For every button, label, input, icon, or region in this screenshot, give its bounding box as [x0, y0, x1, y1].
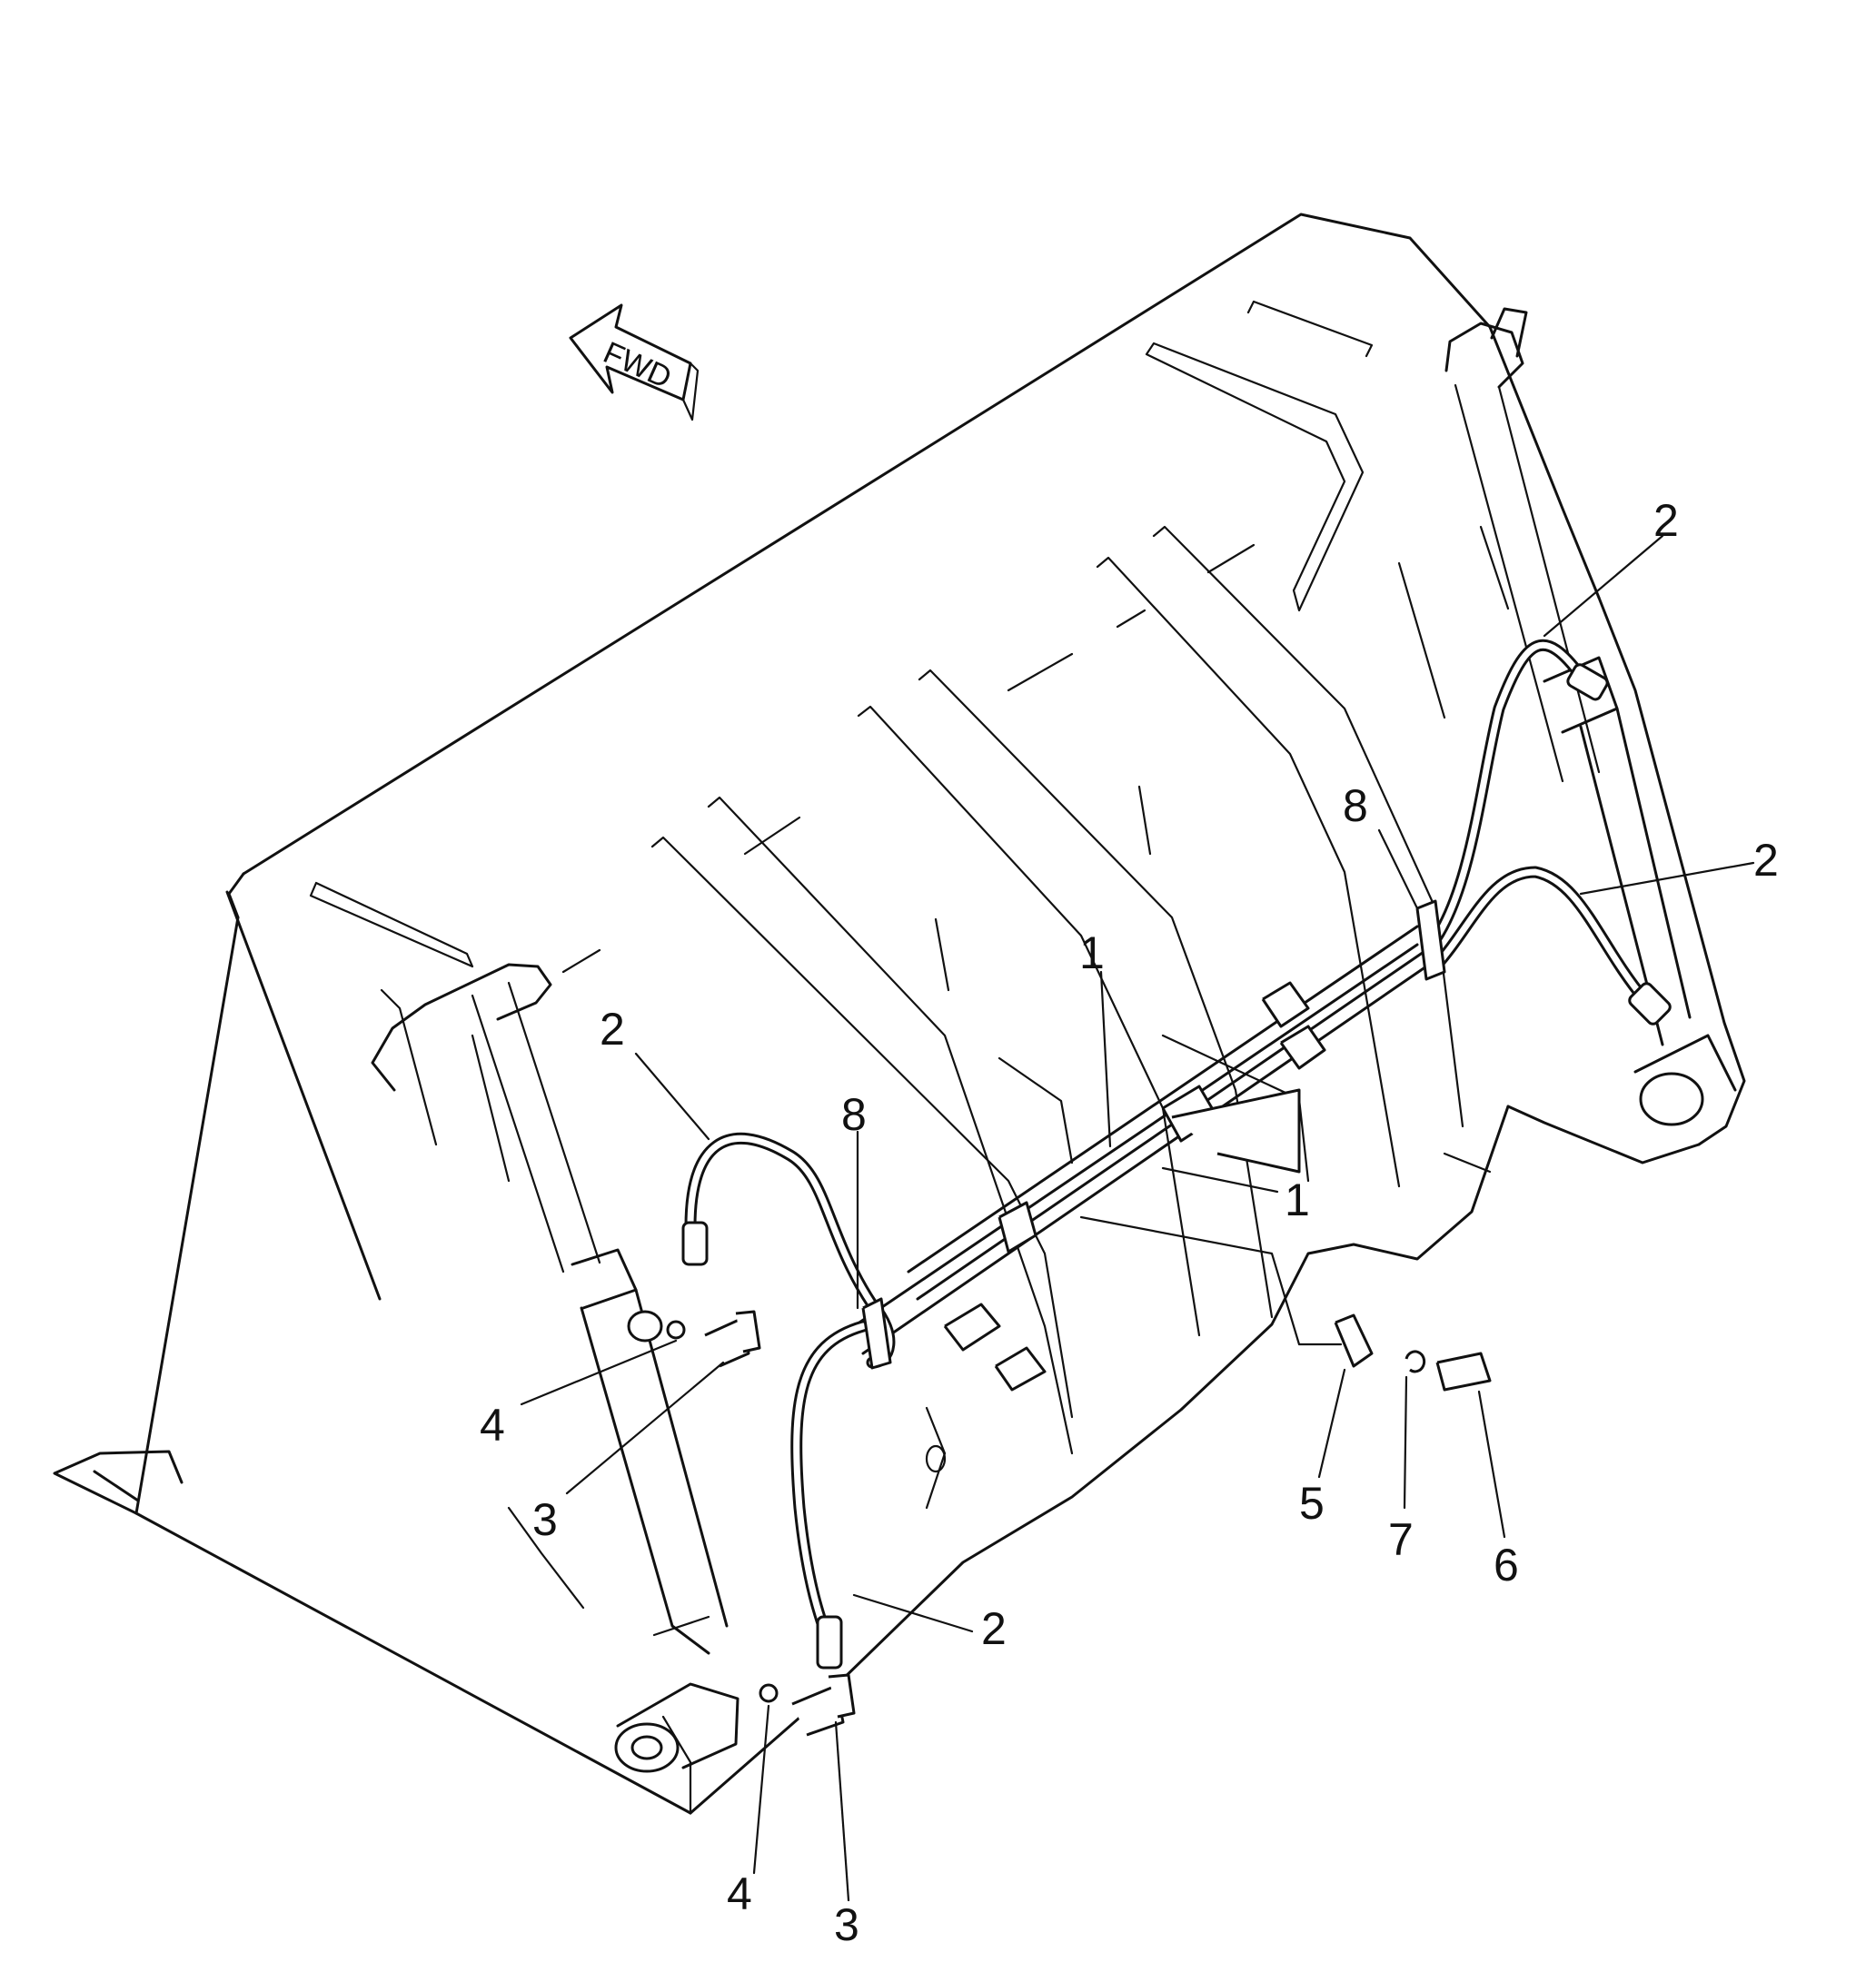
callout-6: 6: [1494, 1540, 1519, 1591]
left-tilt-cylinder: [371, 963, 739, 1773]
callout-3-upper: 3: [532, 1494, 558, 1545]
callout-1-upper: 1: [1079, 927, 1105, 978]
hydraulic-tube-assembly: [852, 925, 1428, 1392]
callout-labels: 2 2 8 1 1 2 8 4 3 2 4 3 5 7 6: [480, 495, 1779, 1950]
callout-1-lower: 1: [1285, 1174, 1310, 1225]
callout-2-right: 2: [1753, 835, 1779, 886]
callout-3-lower: 3: [834, 1899, 859, 1950]
callout-8-right: 8: [1343, 780, 1368, 831]
hoses: [681, 639, 1672, 1670]
callout-7: 7: [1388, 1514, 1414, 1565]
callout-4-lower: 4: [727, 1868, 752, 1919]
fittings: [666, 1310, 1492, 1737]
callout-4-upper: 4: [480, 1400, 505, 1451]
bucket-ribs: [650, 525, 1510, 1510]
callout-5: 5: [1299, 1478, 1325, 1529]
callout-2-upper-right: 2: [1653, 495, 1679, 546]
callout-8-left: 8: [841, 1089, 867, 1140]
bucket-body: [53, 213, 1746, 1815]
clamps: [861, 899, 1446, 1370]
callout-2-lower: 2: [981, 1603, 1007, 1654]
right-tilt-cylinder: [1444, 307, 1737, 1126]
callout-2-left: 2: [600, 1004, 625, 1055]
leader-lines: [520, 534, 1755, 1902]
fwd-direction-arrow: FWD: [569, 303, 700, 421]
